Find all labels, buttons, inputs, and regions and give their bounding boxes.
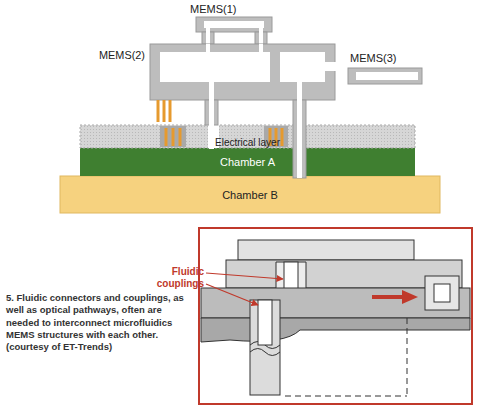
node-label: MEMS(3) <box>350 52 396 64</box>
via-pins <box>172 128 175 146</box>
node-label: MEMS(1) <box>190 3 236 15</box>
detail-drawing <box>201 318 470 342</box>
mems2-part <box>297 82 302 100</box>
mems3-part <box>348 68 422 84</box>
electrical-layer-band <box>160 126 186 147</box>
leader-lines <box>206 273 283 279</box>
detail-drawing <box>199 228 472 404</box>
electrical-layer-band <box>80 125 415 148</box>
mems2-part <box>150 44 336 100</box>
mems1-part <box>206 28 210 52</box>
detail-drawing <box>258 300 272 345</box>
via-pins <box>281 128 284 146</box>
chamber-band: Chamber A <box>80 148 415 176</box>
figure-caption: 5. Fluidic connectors and couplings, as … <box>6 292 194 354</box>
mems2-part <box>150 44 335 100</box>
leader-lines <box>206 273 283 305</box>
node-label: Chamber B <box>222 189 278 201</box>
mems2-part <box>259 44 263 53</box>
node-label: Electrical layer <box>215 137 280 148</box>
fluid-pipes <box>205 99 306 178</box>
fluid-pipes <box>297 99 302 178</box>
mems2-pins <box>163 100 166 122</box>
flow-arrow <box>372 290 418 304</box>
detail-drawing <box>425 276 459 310</box>
fluid-pipes <box>293 100 306 178</box>
mems2-part <box>160 52 270 82</box>
detail-drawing <box>434 284 450 302</box>
mems2-pins <box>169 100 172 122</box>
via-pins <box>165 128 168 146</box>
chamber-a-band <box>80 148 415 176</box>
leader-lines <box>206 284 258 305</box>
mems-part: MEMS(1) <box>188 1 284 17</box>
mems-part: MEMS(3) <box>348 50 428 66</box>
layer-band: Electrical layer <box>80 125 415 148</box>
chamber-a-band <box>80 148 415 176</box>
fluid-pipes <box>209 99 214 149</box>
chamber-b-band <box>60 176 440 213</box>
via-pins <box>179 128 182 146</box>
mems2-pins <box>157 100 160 122</box>
detail-drawing <box>199 228 472 404</box>
chamber-band: Chamber B <box>60 176 440 213</box>
flow-arrow <box>372 295 404 299</box>
detail-drawing <box>285 396 407 397</box>
detail-drawing <box>238 240 414 260</box>
detail-drawing <box>407 318 408 398</box>
mems-part: MEMS(2) <box>96 49 148 67</box>
node-label: Chamber A <box>220 156 275 168</box>
detail-drawing <box>250 300 280 395</box>
mems1-part <box>259 28 263 52</box>
node-label: MEMS(2) <box>99 49 145 61</box>
mems3-part <box>348 68 422 84</box>
mems2-pins <box>158 100 170 122</box>
detail-drawing <box>250 349 280 356</box>
chamber-b-band <box>60 176 440 213</box>
mems2-part <box>209 82 214 100</box>
electrical-layer-band <box>80 125 415 148</box>
mems3-part <box>356 72 418 80</box>
callout-label: Fluidic couplings <box>146 266 204 289</box>
flow-arrow <box>402 290 418 304</box>
mems2-part <box>280 52 325 82</box>
mems1-part <box>204 21 264 28</box>
mems2-part <box>325 62 336 71</box>
mems2-part <box>206 44 210 53</box>
